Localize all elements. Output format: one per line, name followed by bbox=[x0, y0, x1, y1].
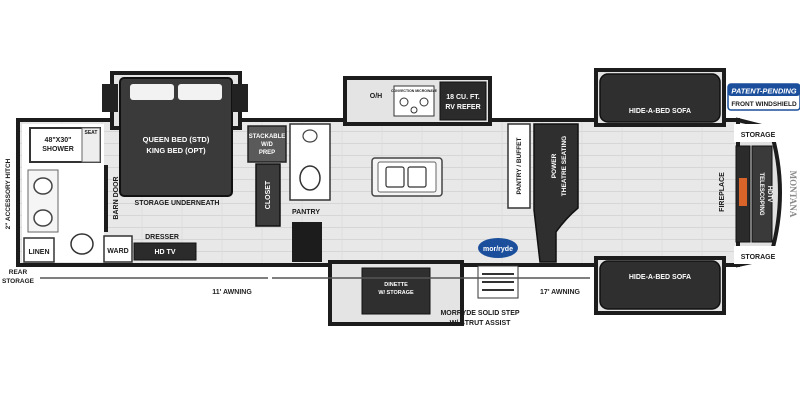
closet bbox=[255, 163, 281, 227]
telescoping-label: TELESCOPING bbox=[758, 172, 764, 215]
toilet-icon bbox=[70, 233, 94, 255]
montana-logo: MONTANA bbox=[788, 171, 798, 218]
fireplace-flame bbox=[739, 178, 747, 206]
refer-label: RV REFER bbox=[445, 104, 480, 111]
rear-storage-label: REAR bbox=[9, 269, 28, 276]
stackable-wd bbox=[247, 125, 287, 163]
dresser-label: DRESSER bbox=[145, 234, 179, 241]
burner-2-icon bbox=[419, 97, 429, 107]
pillow-right bbox=[178, 84, 222, 100]
half-bath-toilet-icon bbox=[299, 165, 321, 191]
bed-std-label: QUEEN BED (STD) bbox=[143, 135, 210, 144]
microwave bbox=[393, 85, 435, 117]
patent-badge-subtitle: FRONT WINDSHIELD bbox=[731, 101, 797, 108]
telescoping-hdtv-label: HDTV bbox=[766, 186, 772, 202]
storage-top-label: STORAGE bbox=[741, 132, 776, 139]
bed-opt-label: KING BED (OPT) bbox=[146, 146, 206, 155]
nightstand-right bbox=[232, 84, 248, 112]
morryde-badge-label: mor/ryde bbox=[483, 246, 513, 253]
shower-label: SHOWER bbox=[42, 146, 74, 153]
patent-badge-title: PATENT-PENDING bbox=[731, 87, 796, 96]
morryde-badge bbox=[478, 238, 518, 258]
wardrobe bbox=[103, 235, 133, 263]
rear-storage-label-2: STORAGE bbox=[2, 278, 35, 285]
pantry-label: PANTRY bbox=[292, 209, 320, 216]
pantry-buffet-label: PANTRY / BUFFET bbox=[516, 138, 523, 195]
storage-bottom-label: STORAGE bbox=[741, 254, 776, 261]
stackable-prep-label: PREP bbox=[259, 150, 275, 156]
sink-right-icon bbox=[407, 166, 427, 188]
barn-door-label: BARN DOOR bbox=[113, 176, 120, 219]
awning-17-label: 17' AWNING bbox=[540, 289, 580, 296]
theatre-seating-label: THEATRE SEATING bbox=[561, 136, 568, 196]
shower-size-label: 48"X30" bbox=[45, 137, 72, 144]
oh-label: O/H bbox=[370, 93, 382, 100]
shower-seat bbox=[81, 127, 101, 163]
sofa-top bbox=[599, 73, 721, 123]
closet-label: CLOSET bbox=[265, 180, 272, 209]
morryde-step-label: MORRYDE SOLID STEP bbox=[440, 310, 519, 317]
storage-top bbox=[734, 124, 776, 142]
dinette-storage-label: W/ STORAGE bbox=[378, 290, 414, 296]
dinette-label: DINETTE bbox=[384, 282, 408, 288]
theatre-power-label: POWER bbox=[551, 153, 558, 178]
sink-2-icon bbox=[33, 209, 53, 227]
patent-badge-header bbox=[728, 84, 800, 96]
ward-label: WARD bbox=[107, 248, 128, 255]
convection-label: CONVECTION MICROWAVE bbox=[391, 89, 438, 93]
bed bbox=[119, 77, 233, 197]
sofa-bottom-label: HIDE-A-BED SOFA bbox=[629, 274, 691, 281]
hd-tv-dresser bbox=[133, 242, 197, 261]
sofa-bottom bbox=[599, 260, 721, 310]
sofa-top-label: HIDE-A-BED SOFA bbox=[629, 108, 691, 115]
burner-1-icon bbox=[399, 97, 409, 107]
dinette-table bbox=[361, 267, 431, 315]
hdtv-cabinet bbox=[751, 145, 773, 243]
hd-tv-label: HD TV bbox=[155, 249, 176, 256]
storage-underneath-label: STORAGE UNDERNEATH bbox=[135, 200, 220, 207]
half-bath-sink-icon bbox=[302, 129, 318, 143]
strut-assist-label: W/ STRUT ASSIST bbox=[450, 320, 512, 327]
pillow-left bbox=[130, 84, 174, 100]
pantry-buffet bbox=[507, 123, 531, 209]
nightstand-left bbox=[102, 84, 118, 112]
stackable-wd-label: W/D bbox=[261, 142, 273, 148]
pantry-block bbox=[292, 222, 322, 262]
theatre-seating bbox=[533, 123, 579, 263]
awning-11-label: 11' AWNING bbox=[212, 289, 252, 296]
storage-bottom bbox=[734, 246, 776, 264]
refrigerator bbox=[439, 81, 487, 121]
linen-cabinet bbox=[23, 237, 55, 263]
stackable-label: STACKABLE bbox=[249, 134, 286, 140]
linen-label: LINEN bbox=[29, 249, 50, 256]
accessory-hitch-label: 2" ACCESSORY HITCH bbox=[5, 158, 12, 229]
sink-1-icon bbox=[33, 177, 53, 195]
seat-label: SEAT bbox=[85, 130, 98, 136]
fireplace-label: FIREPLACE bbox=[719, 172, 726, 212]
burner-3-icon bbox=[410, 106, 418, 114]
sink-left-icon bbox=[385, 166, 405, 188]
refer-size-label: 18 CU. FT. bbox=[446, 94, 480, 101]
